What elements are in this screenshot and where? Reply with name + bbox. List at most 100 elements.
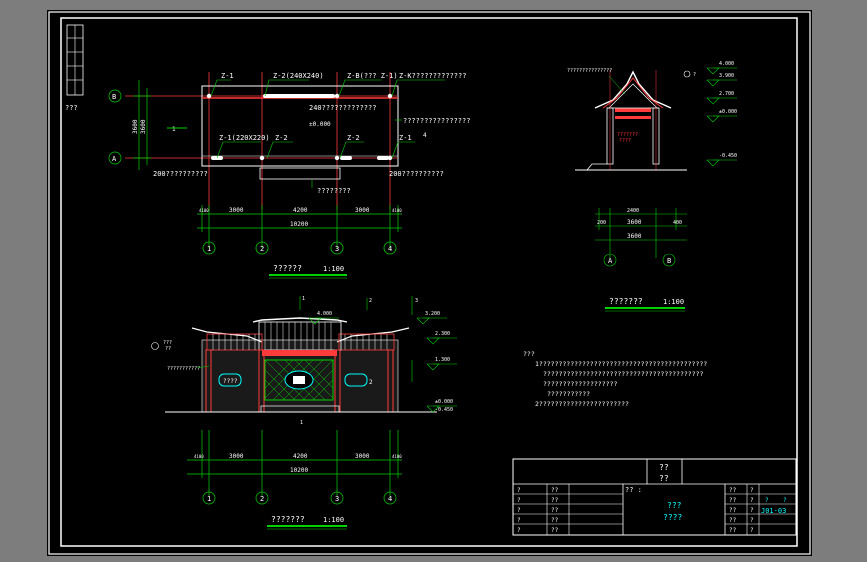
elevation-level: 1.300 — [435, 357, 450, 363]
plan-center-mark: 1 — [172, 126, 176, 133]
plan-row-label: A — [112, 155, 117, 163]
notes-line: ??????????????????? — [543, 380, 617, 388]
title-block-cell: ? — [750, 497, 754, 504]
plan-dim-bay: 3000 — [355, 207, 370, 214]
title-block[interactable]: ?? ?? ? ?? ? ?? ? ?? ? ?? ? ?? ?? : ?? ? — [512, 458, 797, 536]
drawing-sheet[interactable]: ??? — [47, 10, 812, 556]
title-block-cell: ? — [750, 527, 754, 534]
plan-bottom-left-note: 200?????????? — [153, 170, 208, 178]
section-mid-label: ???? — [619, 138, 631, 144]
elevation-level: -0.450 — [435, 407, 453, 413]
binding-strip — [66, 24, 84, 96]
elevation-upper-mark: 3 — [415, 298, 418, 304]
cad-drawing-canvas[interactable]: ??? — [47, 10, 812, 556]
section-dim-mid: 3600 — [627, 219, 642, 226]
plan-dim-bay: 4200 — [293, 207, 308, 214]
title-block-mid-label: ?? : — [625, 486, 642, 494]
plan-right-mark: 4 — [423, 132, 427, 139]
section-axis-label: A — [608, 257, 613, 265]
plan-beam-note: 240????????????? — [309, 104, 376, 112]
title-block-cell: ?? — [729, 487, 737, 494]
title-block-cell: ? — [517, 507, 521, 514]
title-block-cell: ?? — [729, 507, 737, 514]
elevation-center-mark: 1 — [300, 420, 303, 426]
section-elevation: -0.450 — [719, 153, 737, 159]
elevation-level: 3.200 — [425, 311, 440, 317]
side-note: ??? — [65, 104, 78, 112]
plan-column-tag: Z-K????????????? — [399, 72, 466, 80]
plan-title: ?????? — [273, 264, 302, 273]
plan-column-tag: Z-2 — [347, 134, 360, 142]
title-block-cell: ?? — [551, 487, 559, 494]
title-block-project: ?? — [659, 474, 669, 483]
plan-dim-total: 10200 — [290, 221, 308, 228]
section-elevation: 2.700 — [719, 91, 734, 97]
plan-view[interactable]: Z-1 Z-2(240X240) Z-B(??? Z-1) Z-K???????… — [108, 72, 470, 279]
title-block-cell: ?? — [729, 517, 737, 524]
section-top-note: ??????????????? — [567, 68, 612, 74]
notes-line: ????????????????????????????????????????… — [543, 370, 704, 378]
plan-dim-small: 4100 — [392, 208, 402, 213]
plan-dim-vertical: 3600 — [140, 119, 147, 134]
elevation-dim-total: 10200 — [290, 467, 308, 474]
section-dim-part: 200 — [597, 220, 606, 226]
plan-right-note: ???????????????? — [403, 117, 470, 125]
plan-axis-label: 1 — [207, 245, 211, 253]
plan-level: ±0.000 — [309, 121, 331, 128]
notes-line: ??????????? — [547, 390, 590, 398]
plan-axis-label: 3 — [335, 245, 339, 253]
section-right-label: ? — [693, 72, 696, 78]
plan-column-tag: Z-1 — [399, 134, 412, 142]
elevation-left-label: ?? — [165, 346, 171, 352]
plan-column-tag: Z-2(240X240) — [273, 72, 324, 80]
section-scale: 1:100 — [663, 298, 684, 306]
elevation-dim-small: 4100 — [392, 454, 402, 459]
title-block-cell: ?? — [551, 517, 559, 524]
title-block-cell: ?? — [729, 497, 737, 504]
outer-frame — [48, 11, 811, 555]
section-view[interactable]: ??????? ???? ??????????????? ? — [567, 61, 737, 312]
section-elevation: 4.000 — [719, 61, 734, 67]
title-block-cell: ?? — [551, 507, 559, 514]
elevation-axis-label: 1 — [207, 495, 211, 503]
elevation-dim-bay: 3000 — [355, 453, 370, 460]
plan-column-tag: Z-2 — [275, 134, 288, 142]
elevation-view[interactable]: ???? 2 1 ??? ?? ??????????? — [151, 296, 458, 530]
title-block-cell: ? — [517, 487, 521, 494]
section-elevation: ±0.000 — [719, 109, 737, 115]
plan-scale: 1:100 — [323, 265, 344, 273]
elevation-upper-mark: 2 — [369, 298, 372, 304]
title-block-project: ?? — [659, 463, 669, 472]
elevation-dim-bay: 4200 — [293, 453, 308, 460]
elevation-scale: 1:100 — [323, 516, 344, 524]
elevation-axis-label: 4 — [388, 495, 392, 503]
elevation-left-note: ??????????? — [167, 366, 200, 372]
plan-dim-small: 4100 — [199, 208, 209, 213]
title-block-sheet-mark: ? — [783, 497, 787, 504]
elevation-panel-left: ???? — [223, 378, 238, 385]
title-block-cell: ?? — [551, 527, 559, 534]
plan-column-tag: Z-1(220X220) — [219, 134, 270, 142]
notes-line: 2??????????????????????? — [535, 400, 629, 408]
title-block-drawing-number: J01-03 — [761, 507, 786, 515]
title-block-cell: ? — [517, 517, 521, 524]
elevation-axis-label: 3 — [335, 495, 339, 503]
plan-below-note: ???????? — [317, 187, 351, 195]
title-block-cell: ? — [750, 517, 754, 524]
plan-row-label: B — [112, 93, 116, 101]
title-block-drawing-name: ??? — [667, 501, 682, 510]
plan-column-tag: Z-1 — [221, 72, 234, 80]
title-block-sheet-mark: ? — [765, 497, 769, 504]
title-block-cell: ?? — [551, 497, 559, 504]
elevation-panel-right: 2 — [369, 379, 373, 386]
notes-heading: ??? — [523, 350, 535, 358]
plan-dim-vertical-total: 3600 — [132, 119, 139, 134]
elevation-level: 2.300 — [435, 331, 450, 337]
plan-bottom-right-note: 200?????????? — [389, 170, 444, 178]
title-block-cell: ? — [517, 527, 521, 534]
general-notes: ??? 1???????????????????????????????????… — [523, 350, 707, 408]
elevation-left-label: ??? — [163, 340, 172, 346]
section-dim-part: 400 — [673, 220, 682, 226]
plan-dim-bay: 3000 — [229, 207, 244, 214]
